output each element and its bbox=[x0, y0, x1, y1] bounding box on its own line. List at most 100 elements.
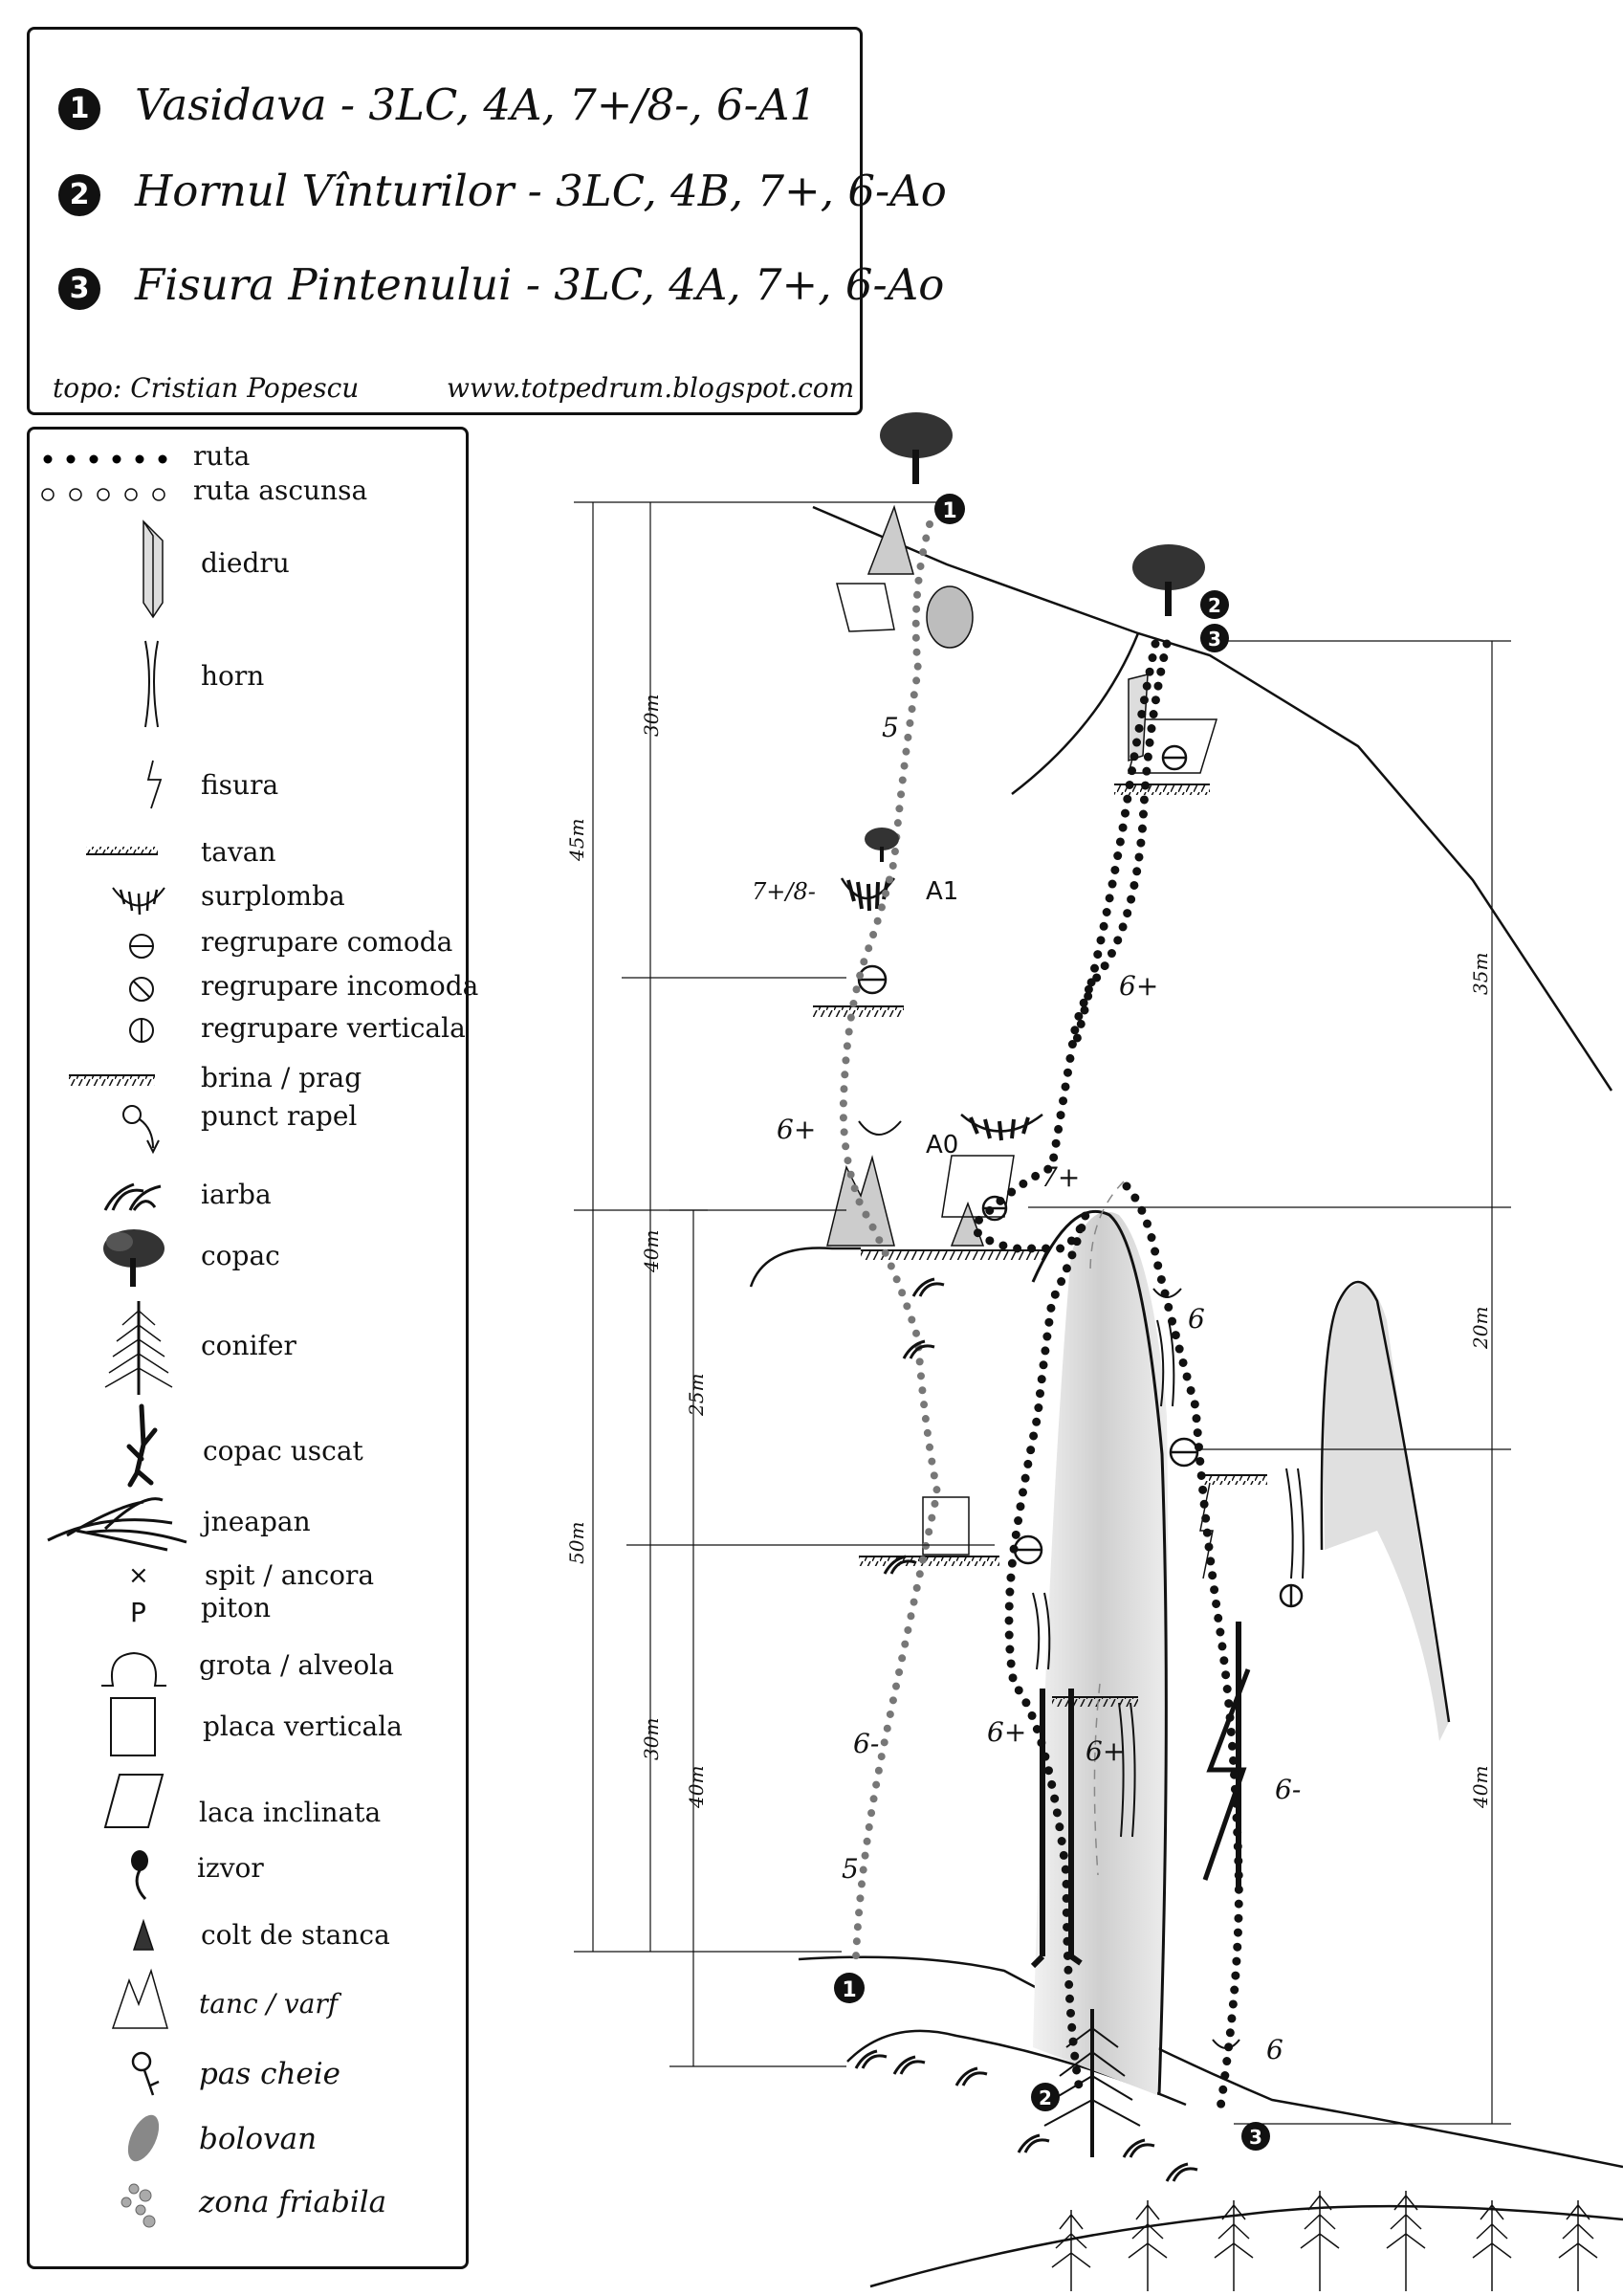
route-list-box: 1 Vasidava - 3LC, 4A, 7+/8-, 6-A1 2 Hornul… bbox=[27, 27, 947, 415]
legend-label: laca inclinata bbox=[199, 1797, 382, 1828]
legend-label: conifer bbox=[201, 1330, 296, 1361]
route-2-marker: 2 bbox=[1208, 594, 1221, 617]
forest bbox=[1051, 2191, 1598, 2291]
chimney-icon bbox=[144, 640, 159, 728]
route-2-title: 2 Hornul Vînturilor - 3LC, 4B, 7+, 6-Ao bbox=[58, 166, 947, 216]
roof-icon bbox=[86, 847, 158, 855]
legend-label: grota / alveola bbox=[199, 1649, 394, 1681]
route-1-title: 1 Vasidava - 3LC, 4A, 7+/8-, 6-A1 bbox=[58, 79, 817, 130]
ledge-icon bbox=[69, 1074, 155, 1086]
key-move-icon bbox=[131, 2051, 160, 2096]
dihedral-icon bbox=[143, 519, 164, 619]
grade-label: 6 bbox=[1266, 2034, 1283, 2065]
grade-label: 5 bbox=[882, 712, 899, 743]
dimension-label: 25m bbox=[685, 1374, 708, 1417]
legend-label: spit / ancora bbox=[205, 1559, 375, 1591]
grass-icon bbox=[854, 1277, 1198, 2182]
dead-tree-icon bbox=[126, 1403, 158, 1488]
legend-icons: × P bbox=[41, 454, 187, 2228]
route-markers: 1 1 2 2 3 3 bbox=[834, 494, 1270, 2151]
dimension-label: 40m bbox=[1469, 1766, 1492, 1809]
hollow-dotted-line-icon bbox=[41, 488, 165, 501]
legend-label: copac uscat bbox=[203, 1435, 363, 1467]
dimension-label: 45m bbox=[565, 819, 588, 862]
rock-spike-icon bbox=[132, 1918, 155, 1951]
inclined-slab-icon bbox=[103, 1774, 164, 1828]
legend-label: surplomba bbox=[201, 880, 345, 912]
route-1-line bbox=[839, 520, 942, 1960]
route-1-marker: 1 bbox=[842, 1978, 856, 2002]
grade-label: 6- bbox=[1275, 1774, 1301, 1805]
grade-label: 6- bbox=[853, 1728, 879, 1759]
dimension-labels: 45m 30m 40m 25m 50m 30m 40m 35m 20m 40m bbox=[565, 695, 1492, 1809]
route-1-number: 1 bbox=[58, 87, 100, 130]
dimension-label: 35m bbox=[1469, 953, 1492, 995]
tree-icon bbox=[103, 1229, 164, 1287]
grade-labels: 5 7+/8- A1 6+ 6+ A0 7+ 6 6- 5 6+ 6+ 6- 6 bbox=[752, 712, 1301, 2065]
legend-label: fisura bbox=[201, 769, 279, 801]
route-1-name: Vasidava - 3LC, 4A, 7+/8-, 6-A1 bbox=[135, 79, 817, 130]
grade-label: 7+ bbox=[1041, 1161, 1080, 1193]
loose-rock-icon bbox=[121, 2183, 156, 2228]
dimension-label: 40m bbox=[685, 1766, 708, 1809]
overhang-icon bbox=[112, 887, 165, 916]
conifer-icon bbox=[104, 1301, 173, 1395]
dimension-lines bbox=[574, 501, 1511, 2125]
legend-label: diedru bbox=[201, 547, 290, 579]
legend-label: pas cheie bbox=[199, 2057, 341, 2091]
legend-label: izvor bbox=[197, 1852, 264, 1884]
author-credit: topo: Cristian Popescu bbox=[53, 372, 360, 404]
route-2-marker: 2 bbox=[1039, 2086, 1052, 2109]
vertical-belay-icon bbox=[129, 1018, 154, 1043]
grade-label: 6+ bbox=[987, 1716, 1026, 1748]
route-3-name: Fisura Pintenului - 3LC, 4A, 7+, 6-Ao bbox=[135, 259, 945, 310]
route-3-marker: 3 bbox=[1208, 628, 1221, 651]
website-credit: www.totpedrum.blogspot.com bbox=[447, 372, 855, 404]
legend-label: iarba bbox=[201, 1179, 272, 1210]
tree-icon bbox=[880, 412, 953, 484]
spring-icon bbox=[131, 1850, 148, 1901]
legend-label: punct rapel bbox=[201, 1100, 358, 1132]
dotted-line-icon bbox=[43, 454, 167, 464]
route-2-number: 2 bbox=[58, 173, 100, 216]
route-2-line bbox=[971, 639, 1172, 2090]
dimension-label: 50m bbox=[565, 1522, 588, 1564]
dimension-label: 30m bbox=[640, 695, 663, 737]
legend-label: jneapan bbox=[203, 1506, 311, 1537]
belay-stations bbox=[857, 744, 1304, 1608]
rock-pillar-right bbox=[1320, 1280, 1451, 1741]
legend-box bbox=[27, 427, 469, 2269]
dimension-label: 20m bbox=[1469, 1307, 1492, 1350]
legend-label: brina / prag bbox=[201, 1062, 362, 1093]
legend-label: horn bbox=[201, 660, 265, 692]
legend-label: tanc / varf bbox=[199, 1988, 339, 2020]
dwarf-pine-icon bbox=[47, 1497, 187, 1552]
legend-label: bolovan bbox=[199, 2122, 318, 2156]
vertical-slab-icon bbox=[110, 1697, 156, 1756]
legend-label: regrupare comoda bbox=[201, 926, 453, 958]
cave-icon bbox=[101, 1651, 166, 1687]
route-3-marker: 3 bbox=[1249, 2126, 1262, 2149]
legend-label: colt de stanca bbox=[201, 1919, 390, 1951]
crack-icon bbox=[146, 760, 163, 809]
legend-label: placa verticala bbox=[203, 1711, 403, 1742]
piton-icon: P bbox=[130, 1597, 146, 1628]
comfortable-belay-icon bbox=[129, 934, 154, 959]
legend-label: zona friabila bbox=[199, 2185, 387, 2219]
grade-label: 5 bbox=[842, 1853, 859, 1885]
grade-label: 7+/8- bbox=[752, 878, 816, 905]
grade-label: 6+ bbox=[777, 1114, 816, 1145]
route-3-line bbox=[1071, 639, 1243, 2119]
grade-label: 6 bbox=[1188, 1303, 1205, 1335]
boulder-icon bbox=[127, 2114, 160, 2162]
rappel-point-icon bbox=[122, 1105, 160, 1155]
grade-label: A1 bbox=[926, 877, 958, 906]
legend-label: ruta bbox=[193, 440, 251, 472]
legend-label: tavan bbox=[201, 836, 276, 868]
legend-label: regrupare verticala bbox=[201, 1012, 466, 1044]
route-2-name: Hornul Vînturilor - 3LC, 4B, 7+, 6-Ao bbox=[135, 166, 947, 216]
tree-icon bbox=[865, 828, 899, 862]
grade-label: A0 bbox=[926, 1131, 958, 1159]
grade-label: 6+ bbox=[1086, 1735, 1125, 1767]
